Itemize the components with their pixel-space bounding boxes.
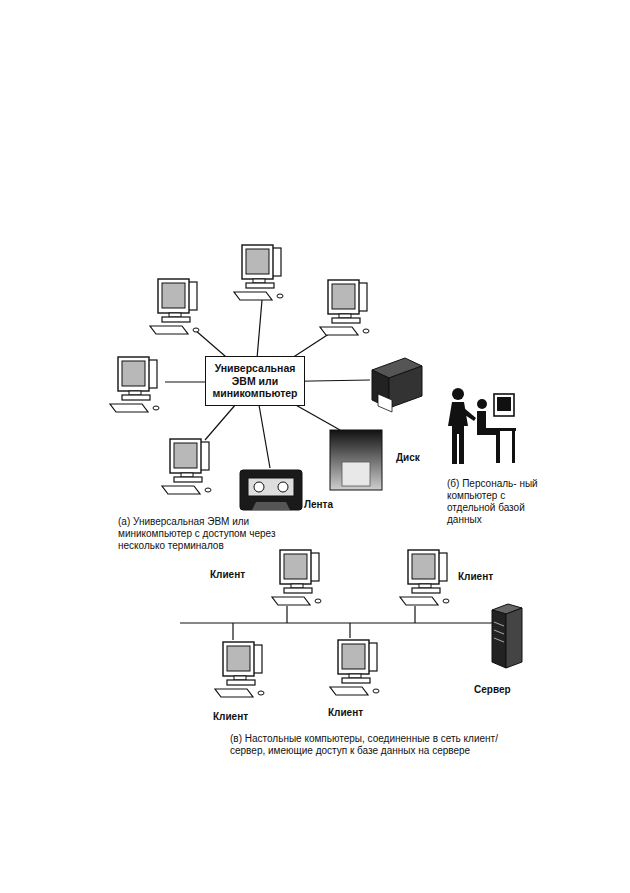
mainframe-box: Универсальная ЭВМ или миникомпьютер	[205, 356, 305, 406]
disk	[330, 430, 382, 490]
terminal	[110, 357, 159, 412]
sub-caption: (б) Персональ- ный компьютер с отдельной…	[447, 478, 547, 526]
terminal	[162, 439, 211, 494]
client-label: Клиент	[458, 571, 510, 583]
device-label: Лента	[304, 499, 348, 511]
terminal	[150, 279, 199, 334]
client-pc	[400, 550, 449, 605]
server-label: Сервер	[474, 684, 530, 696]
client-pc	[330, 640, 379, 695]
network-bus	[180, 606, 500, 640]
server	[492, 604, 522, 668]
sub-caption: (в) Настольные компьютеры, соединенные в…	[230, 733, 510, 757]
sub-caption: (а) Универсальная ЭВМ или миникомпьютер …	[118, 516, 323, 552]
tape	[240, 470, 302, 510]
client-pc	[272, 550, 321, 605]
client-label: Клиент	[210, 569, 262, 581]
printer	[372, 358, 422, 412]
client-label: Клиент	[328, 707, 380, 719]
client-label: Клиент	[213, 711, 265, 723]
terminal	[320, 280, 369, 335]
node-text: Универсальная ЭВМ или миникомпьютер	[212, 362, 298, 400]
client-pc	[215, 642, 264, 697]
terminal	[234, 245, 283, 300]
person-at-pc	[448, 388, 516, 464]
device-label: Диск	[396, 452, 436, 464]
